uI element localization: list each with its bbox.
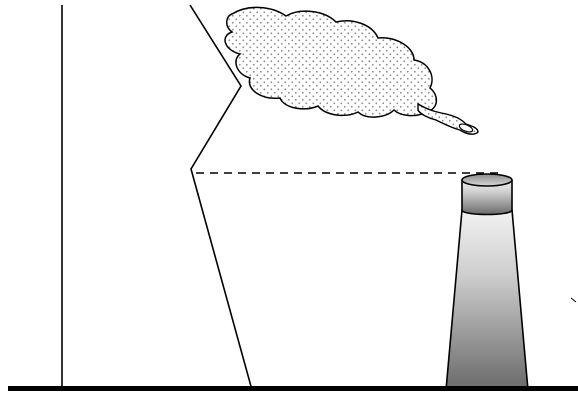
stack-top-ring <box>461 180 513 216</box>
smoke-plume <box>224 6 479 135</box>
temperature-profile <box>189 4 253 391</box>
stack-opening <box>461 173 513 187</box>
plume-cloud <box>224 6 438 118</box>
edge-tick <box>570 297 577 303</box>
stack-body <box>445 209 529 391</box>
plume-tail-tip <box>458 123 474 133</box>
ground-line <box>8 386 578 391</box>
smokestack <box>445 173 529 391</box>
